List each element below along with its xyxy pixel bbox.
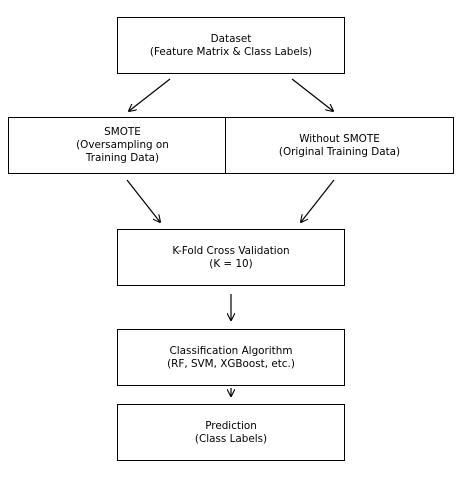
without-smote-subtitle: (Original Training Data) [278,145,401,158]
arrow-smote-to-kfold [126,179,160,222]
classification-subtitle: (RF, SVM, XGBoost, etc.) [167,357,295,370]
without-smote-box: Without SMOTE (Original Training Data) [225,117,454,174]
prediction-box: Prediction (Class Labels) [117,404,345,461]
arrow-dataset-to-smote [129,78,171,111]
dataset-subtitle: (Feature Matrix & Class Labels) [149,45,313,58]
dataset-box: Dataset (Feature Matrix & Class Labels) [117,17,345,74]
arrow-dataset-to-without-smote [291,78,333,111]
smote-box: SMOTE (Oversampling on Training Data) [8,117,237,174]
without-smote-title: Without SMOTE [299,132,380,145]
smote-subtitle-line2: Training Data) [85,152,160,164]
kfold-title: K-Fold Cross Validation [172,244,290,257]
arrow-without-smote-to-kfold [301,179,335,222]
kfold-box: K-Fold Cross Validation (K = 10) [117,229,345,286]
smote-subtitle-line1: (Oversampling on [76,139,169,151]
prediction-subtitle: (Class Labels) [194,432,268,445]
classification-title: Classification Algorithm [169,344,293,357]
smote-title: SMOTE [104,126,141,138]
prediction-title: Prediction [205,419,257,432]
dataset-title: Dataset [210,32,252,45]
classification-box: Classification Algorithm (RF, SVM, XGBoo… [117,329,345,386]
kfold-subtitle: (K = 10) [209,257,253,270]
